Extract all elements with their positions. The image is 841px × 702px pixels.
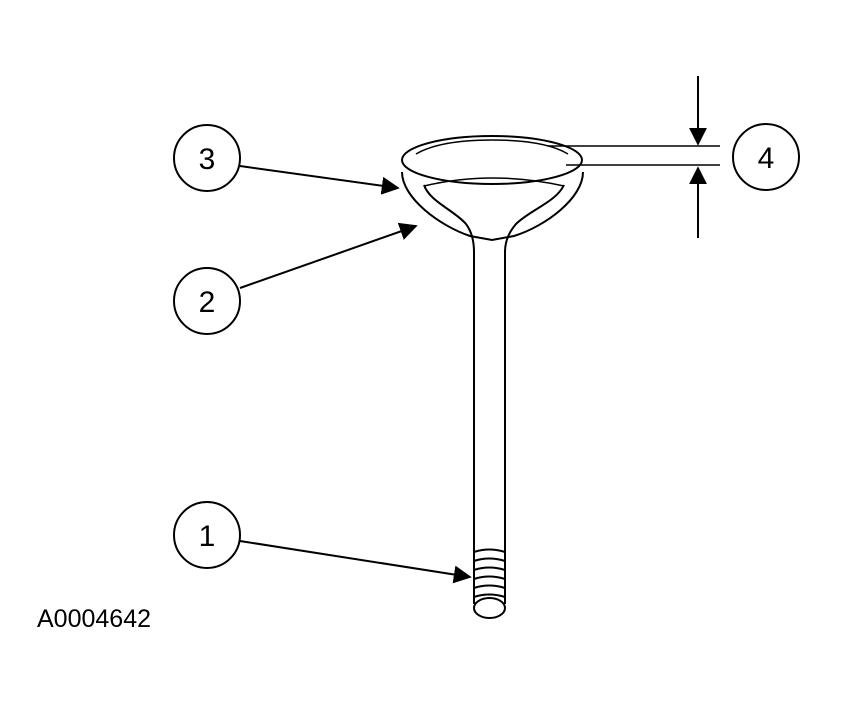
leader-arrow-1 — [239, 540, 472, 584]
callout-3: 3 — [173, 124, 241, 192]
leader-arrow-2 — [239, 222, 418, 289]
callout-2: 2 — [173, 267, 241, 335]
valve-head — [401, 135, 584, 253]
callout-1: 1 — [173, 501, 241, 569]
figure-id-label: A0004642 — [37, 605, 151, 633]
leader-arrows — [239, 165, 472, 584]
callout-3-label: 3 — [199, 143, 216, 176]
valve-stem-tip-grooves — [473, 548, 506, 619]
margin-dimension — [548, 76, 720, 238]
engine-valve — [401, 76, 720, 619]
callout-1-label: 1 — [199, 520, 216, 553]
callout-4-label: 4 — [758, 142, 775, 175]
callout-4: 4 — [732, 123, 800, 191]
callout-2-label: 2 — [199, 286, 216, 319]
leader-arrow-3 — [239, 165, 400, 195]
valve-stem — [473, 250, 506, 604]
